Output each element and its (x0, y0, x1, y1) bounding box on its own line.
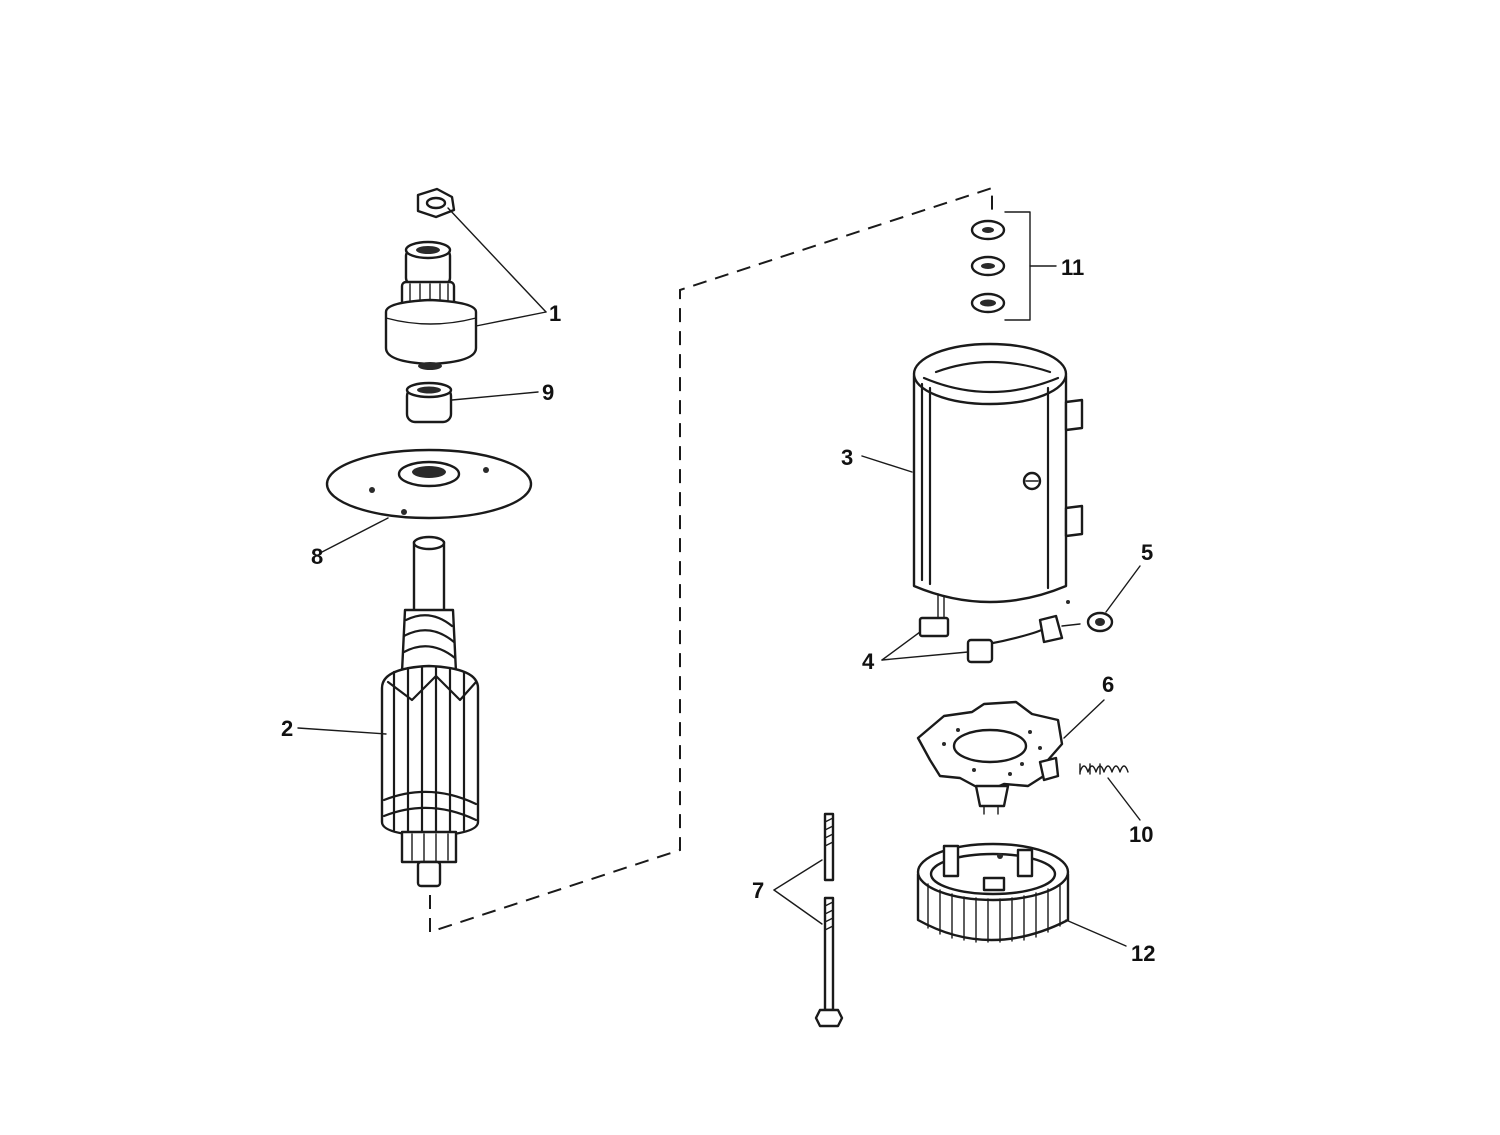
part-2-armature (297, 535, 480, 888)
callout-12: 12 (1131, 941, 1155, 966)
part-6-brush-plate (916, 699, 1105, 815)
assembly-dashed-line (429, 186, 993, 934)
callout-1: 1 (549, 301, 561, 326)
callout-3: 3 (841, 445, 853, 470)
callout-labels: 1 2 3 4 5 6 7 8 9 10 11 12 (281, 255, 1155, 966)
part-10-springs (1079, 763, 1141, 821)
part-8-end-plate (321, 448, 533, 553)
callout-4: 4 (862, 649, 875, 674)
callout-8: 8 (311, 544, 323, 569)
part-9-spacer (405, 381, 539, 424)
callout-6: 6 (1102, 672, 1114, 697)
callout-11: 11 (1061, 255, 1084, 280)
part-4-brushes (881, 593, 1081, 664)
part-3-field-frame (861, 342, 1084, 604)
part-1-drive-pinion (384, 240, 478, 370)
callout-10: 10 (1129, 822, 1153, 847)
part-7-through-bolts (773, 812, 844, 1028)
callout-2: 2 (281, 716, 293, 741)
callout-9: 9 (542, 380, 554, 405)
part-12-end-head (916, 842, 1127, 947)
callout-7: 7 (752, 878, 764, 903)
part-11-washers (970, 211, 1057, 321)
callout-5: 5 (1141, 540, 1153, 565)
leader-lines-1 (447, 207, 547, 327)
part-5-terminal-nut (1086, 565, 1141, 633)
part-1-nut (416, 187, 456, 219)
